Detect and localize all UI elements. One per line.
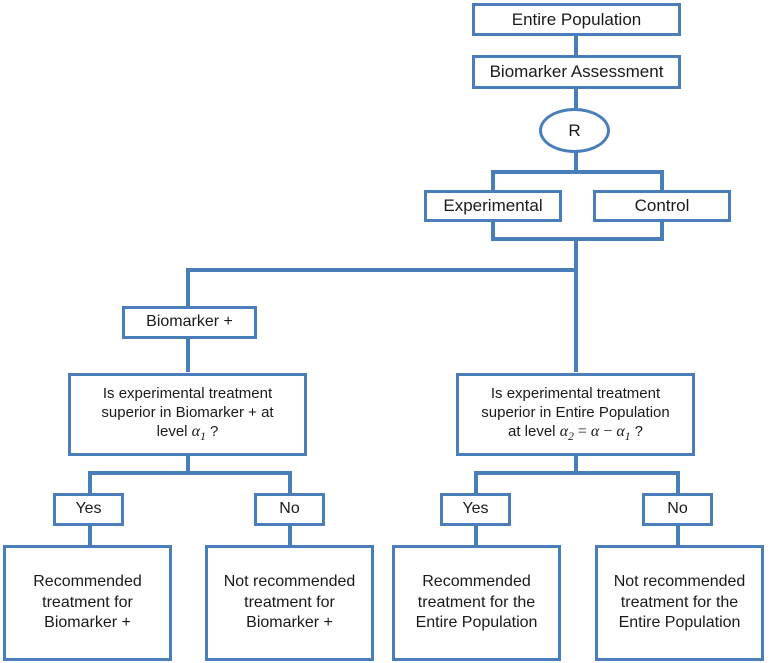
node-biomarker-assessment[interactable]: Biomarker Assessment xyxy=(472,55,681,89)
decision-right-alpha2: α2 xyxy=(559,423,574,444)
connector-to-yes-right xyxy=(474,471,478,493)
node-yes-entire-population-label: Yes xyxy=(462,500,489,518)
connector-trunk-to-decision-right xyxy=(574,268,578,372)
node-yes-biomarker-label: Yes xyxy=(75,500,102,518)
outcome-4-text: Not recommended treatment for the Entire… xyxy=(598,572,761,633)
node-outcome-recommended-entire-population[interactable]: Recommended treatment for the Entire Pop… xyxy=(392,545,561,661)
outcome-2-text: Not recommended treatment for Biomarker … xyxy=(208,572,371,633)
node-experimental-arm[interactable]: Experimental xyxy=(424,190,562,222)
outcome-2-line2: treatment for xyxy=(244,593,335,611)
connector-yes-right-to-outcome xyxy=(474,526,478,546)
node-no-entire-population-label: No xyxy=(667,500,688,518)
connector-join-to-analysis xyxy=(574,237,578,272)
decision-right-line1: Is experimental treatment xyxy=(490,384,661,402)
outcome-4-line3: Entire Population xyxy=(618,614,741,632)
node-no-biomarker[interactable]: No xyxy=(254,493,325,526)
connector-analysis-split-bar xyxy=(186,268,578,272)
connector-population-to-assessment xyxy=(574,35,578,55)
connector-assessment-to-randomize xyxy=(574,88,578,108)
connector-left-yesno-bar xyxy=(88,471,288,475)
connector-biomarker-to-decision-left xyxy=(186,338,190,372)
node-yes-entire-population[interactable]: Yes xyxy=(440,493,511,526)
decision-right-text: Is experimental treatment superior in En… xyxy=(459,384,692,445)
node-outcome-recommended-biomarker[interactable]: Recommended treatment for Biomarker + xyxy=(3,545,172,661)
outcome-3-line3: Entire Population xyxy=(415,614,538,632)
node-biomarker-positive-label: Biomarker + xyxy=(146,313,233,331)
outcome-2-line1: Not recommended xyxy=(223,573,356,591)
decision-right-equals: = xyxy=(573,423,591,441)
outcome-2-line3: Biomarker + xyxy=(246,614,333,632)
connector-to-experimental xyxy=(491,170,495,192)
connector-decision-right-down xyxy=(574,455,578,475)
outcome-3-text: Recommended treatment for the Entire Pop… xyxy=(395,572,558,633)
decision-left-line3-suffix: ? xyxy=(205,423,219,441)
connector-no-left-to-outcome xyxy=(288,526,292,546)
decision-right-line3-prefix: at level xyxy=(507,423,560,441)
connector-to-biomarker-positive xyxy=(186,268,190,307)
connector-to-no-right xyxy=(676,471,680,493)
outcome-1-line2: treatment for xyxy=(42,593,133,611)
decision-right-alpha1: α1 xyxy=(616,423,631,444)
connector-to-control xyxy=(660,170,664,192)
outcome-4-line2: treatment for the xyxy=(620,593,739,611)
connector-right-yesno-bar xyxy=(474,471,676,475)
outcome-1-text: Recommended treatment for Biomarker + xyxy=(6,572,169,633)
node-outcome-not-recommended-biomarker[interactable]: Not recommended treatment for Biomarker … xyxy=(205,545,374,661)
node-entire-population-label: Entire Population xyxy=(511,9,642,29)
connector-yes-left-to-outcome xyxy=(88,526,92,546)
node-experimental-arm-label: Experimental xyxy=(443,196,543,216)
node-yes-biomarker[interactable]: Yes xyxy=(53,493,124,526)
decision-left-alpha: α1 xyxy=(191,423,206,444)
outcome-1-line1: Recommended xyxy=(33,573,142,591)
decision-right-line3-suffix: ? xyxy=(630,423,644,441)
node-randomization-label: R xyxy=(568,120,581,140)
outcome-3-line2: treatment for the xyxy=(417,593,536,611)
decision-left-text: Is experimental treatment superior in Bi… xyxy=(71,384,304,445)
node-entire-population[interactable]: Entire Population xyxy=(472,3,681,36)
node-randomization[interactable]: R xyxy=(539,108,610,153)
decision-right-alpha: α xyxy=(590,423,600,441)
connector-decision-left-down xyxy=(186,455,190,475)
outcome-1-line3: Biomarker + xyxy=(44,614,131,632)
decision-left-line3-prefix: level xyxy=(156,423,192,441)
node-outcome-not-recommended-entire-population[interactable]: Not recommended treatment for the Entire… xyxy=(595,545,764,661)
node-no-biomarker-label: No xyxy=(279,500,300,518)
connector-to-no-left xyxy=(288,471,292,493)
connector-randomize-down xyxy=(574,152,578,172)
connector-to-yes-left xyxy=(88,471,92,493)
decision-left-line1: Is experimental treatment xyxy=(102,384,273,402)
outcome-3-line1: Recommended xyxy=(422,573,531,591)
node-control-arm[interactable]: Control xyxy=(593,190,731,222)
connector-no-right-to-outcome xyxy=(676,526,680,546)
node-decision-biomarker-positive[interactable]: Is experimental treatment superior in Bi… xyxy=(68,373,307,456)
node-no-entire-population[interactable]: No xyxy=(642,493,713,526)
node-biomarker-positive[interactable]: Biomarker + xyxy=(122,306,257,339)
decision-right-line2: superior in Entire Population xyxy=(481,404,670,422)
connector-arm-split-bar xyxy=(491,170,664,174)
decision-left-line2: superior in Biomarker + at xyxy=(101,404,274,422)
connector-control-down xyxy=(660,221,664,241)
node-decision-entire-population[interactable]: Is experimental treatment superior in En… xyxy=(456,373,695,456)
node-control-arm-label: Control xyxy=(634,196,690,216)
outcome-4-line1: Not recommended xyxy=(613,573,746,591)
node-biomarker-assessment-label: Biomarker Assessment xyxy=(489,62,664,82)
decision-right-minus: − xyxy=(599,423,617,441)
connector-experimental-down xyxy=(491,221,495,241)
